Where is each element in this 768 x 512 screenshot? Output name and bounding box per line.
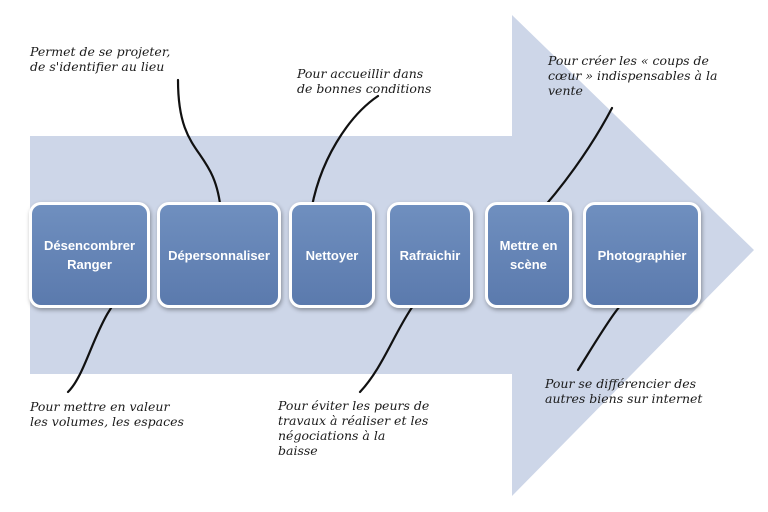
note-accueillir: Pour accueillir dans de bonnes condition… xyxy=(297,66,432,96)
note-differencier: Pour se différencier des autres biens su… xyxy=(545,376,703,406)
connector-projeter xyxy=(176,78,223,214)
step-depersonnaliser: Dépersonnaliser xyxy=(157,202,281,308)
step-photographier: Photographier xyxy=(583,202,701,308)
step-desencombrer: Désencombrer Ranger xyxy=(29,202,150,308)
connector-accueillir xyxy=(308,94,380,220)
step-nettoyer: Nettoyer xyxy=(289,202,375,308)
note-coups-de-coeur: Pour créer les « coups de cœur » indispe… xyxy=(548,53,718,98)
step-rafraichir: Rafraichir xyxy=(387,202,473,308)
step-mettre-en-scene: Mettre en scène xyxy=(485,202,572,308)
note-projeter: Permet de se projeter, de s'identifier a… xyxy=(30,44,171,74)
note-volumes: Pour mettre en valeur les volumes, les e… xyxy=(30,399,184,429)
note-peurs: Pour éviter les peurs de travaux à réali… xyxy=(278,398,430,458)
